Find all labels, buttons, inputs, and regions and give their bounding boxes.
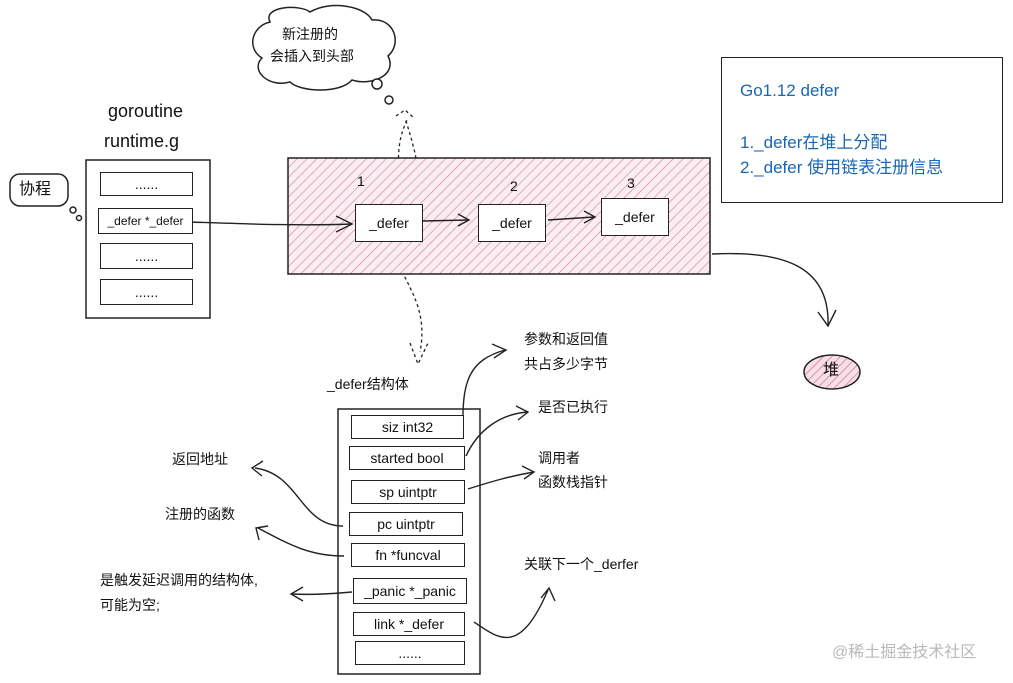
defer-node-2: _defer bbox=[478, 204, 546, 242]
arrows bbox=[189, 210, 837, 639]
note-link: 关联下一个_derfer bbox=[524, 556, 639, 572]
goroutine-type: runtime.g bbox=[104, 131, 180, 151]
note-args-line2: 共占多少字节 bbox=[524, 356, 608, 372]
note-caller-line1: 调用者 bbox=[538, 450, 580, 466]
struct-field-started: started bool bbox=[349, 446, 465, 470]
info-line-2: 2._defer 使用链表注册信息 bbox=[740, 158, 944, 177]
goroutine-title: goroutine bbox=[108, 101, 184, 121]
struct-title: _defer结构体 bbox=[327, 376, 409, 392]
note-return-address: 返回地址 bbox=[172, 451, 228, 467]
struct-field-pc: pc uintptr bbox=[349, 512, 463, 536]
struct-field-ellipsis: ...... bbox=[355, 641, 465, 665]
note-panic-line2: 可能为空; bbox=[100, 597, 160, 613]
cloud-note-line1: 新注册的 bbox=[282, 26, 338, 42]
thought-cloud bbox=[252, 4, 396, 105]
struct-field-link: link *_defer bbox=[353, 612, 465, 636]
info-line-1: 1._defer在堆上分配 bbox=[740, 133, 888, 152]
goroutine-defer-field: _defer *_defer bbox=[98, 208, 193, 234]
struct-field-panic: _panic *_panic bbox=[353, 578, 467, 604]
coroutine-tag-bubble bbox=[9, 173, 83, 222]
note-registered-function: 注册的函数 bbox=[165, 506, 235, 522]
coroutine-tag: 协程 bbox=[19, 181, 52, 198]
heap-label: 堆 bbox=[823, 362, 840, 379]
chain-number-2: 2 bbox=[510, 178, 518, 194]
note-args-line1: 参数和返回值 bbox=[524, 331, 608, 347]
struct-field-fn: fn *funcval bbox=[351, 543, 465, 567]
heap-ellipse bbox=[803, 354, 861, 390]
goroutine-row: ...... bbox=[100, 279, 193, 305]
struct-field-sp: sp uintptr bbox=[351, 480, 465, 504]
goroutine-row: ...... bbox=[100, 172, 193, 196]
chain-number-3: 3 bbox=[627, 175, 635, 191]
note-panic-line1: 是触发延迟调用的结构体, bbox=[100, 572, 258, 588]
watermark: @稀土掘金技术社区 bbox=[832, 644, 977, 661]
defer-node-3: _defer bbox=[601, 198, 669, 236]
chain-number-1: 1 bbox=[357, 173, 365, 189]
info-title: Go1.12 defer bbox=[740, 81, 840, 100]
struct-field-siz: siz int32 bbox=[351, 415, 464, 439]
cloud-note-line2: 会插入到头部 bbox=[270, 48, 354, 64]
defer-node-1: _defer bbox=[355, 204, 423, 242]
note-caller-line2: 函数栈指针 bbox=[538, 474, 608, 490]
note-started: 是否已执行 bbox=[538, 399, 608, 415]
goroutine-row: ...... bbox=[100, 243, 193, 269]
info-box: Go1.12 defer 1._defer在堆上分配 2._defer 使用链表… bbox=[721, 57, 1003, 203]
